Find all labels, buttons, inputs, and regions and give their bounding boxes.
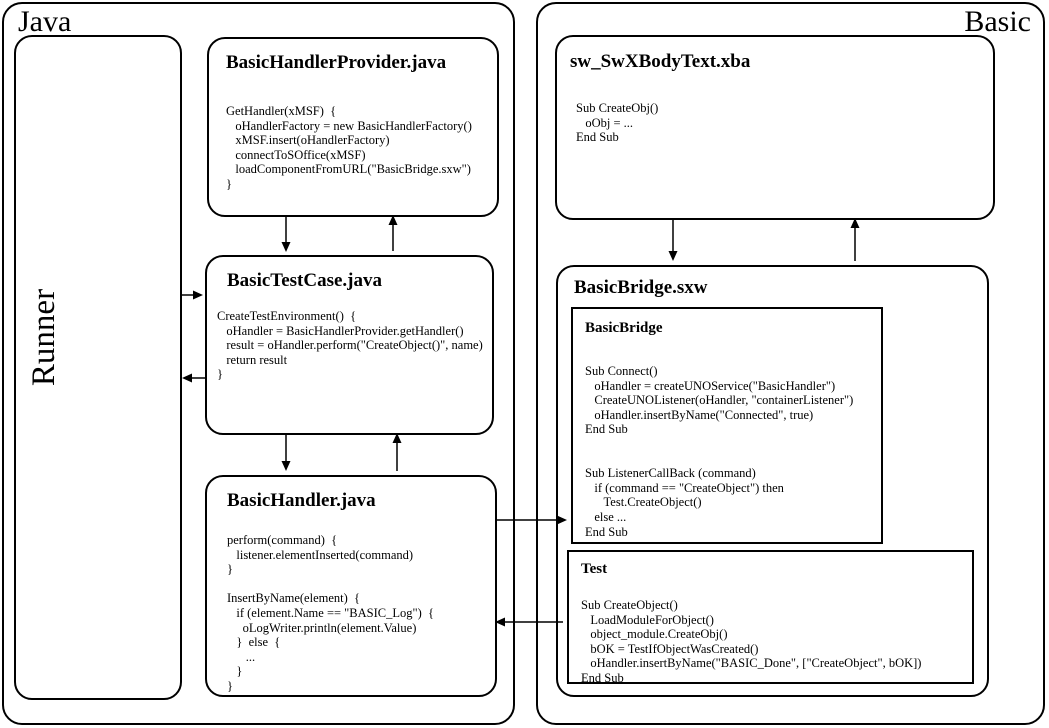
basic-test-case-content: BasicTestCase.java CreateTestEnvironment… [207, 257, 492, 382]
basic-handler-provider-title: BasicHandlerProvider.java [226, 52, 447, 73]
runner-label-wrap: Runner [16, 242, 74, 432]
basic-test-case-title: BasicTestCase.java [227, 270, 382, 291]
basic-handler-title: BasicHandler.java [227, 490, 376, 511]
sw-swx-body-text-content: sw_SwXBodyText.xba Sub CreateObj() oObj … [557, 37, 993, 145]
java-panel: Java Runner BasicHandlerProvider.java Ge… [2, 2, 515, 725]
java-panel-title: Java [18, 5, 72, 38]
basic-bridge-sxw-box: BasicBridge.sxw BasicBridge Sub Connect(… [556, 265, 989, 697]
basic-bridge-sxw-title: BasicBridge.sxw [574, 277, 708, 298]
basic-panel: Basic sw_SwXBodyText.xba Sub CreateObj()… [536, 2, 1045, 725]
runner-box: Runner [14, 35, 182, 700]
basic-handler-code: perform(command) { listener.elementInser… [227, 533, 435, 693]
basic-handler-provider-content: BasicHandlerProvider.java GetHandler(xMS… [209, 39, 497, 192]
basic-test-case-code: CreateTestEnvironment() { oHandler = Bas… [217, 309, 483, 382]
runner-label: Runner [26, 288, 63, 386]
sw-swx-body-text-box: sw_SwXBodyText.xba Sub CreateObj() oObj … [555, 35, 995, 220]
test-module-title: Test [581, 561, 608, 577]
basic-bridge-module-title: BasicBridge [585, 320, 663, 336]
test-module-box: Test Sub CreateObject() LoadModuleForObj… [567, 550, 974, 686]
basic-handler-provider-box: BasicHandlerProvider.java GetHandler(xMS… [207, 37, 499, 217]
test-module-code: Sub CreateObject() LoadModuleForObject()… [581, 598, 922, 685]
basic-handler-content: BasicHandler.java perform(command) { lis… [207, 477, 495, 694]
basic-handler-provider-code: GetHandler(xMSF) { oHandlerFactory = new… [226, 104, 472, 191]
basic-handler-box: BasicHandler.java perform(command) { lis… [205, 475, 497, 697]
basic-bridge-module-content: BasicBridge Sub Connect() oHandler = cre… [573, 309, 881, 539]
basic-bridge-module-box: BasicBridge Sub Connect() oHandler = cre… [571, 307, 883, 544]
basic-panel-title: Basic [964, 5, 1031, 38]
sw-swx-body-text-code: Sub CreateObj() oObj = ... End Sub [576, 101, 659, 145]
test-module-content: Test Sub CreateObject() LoadModuleForObj… [569, 552, 972, 686]
basic-test-case-box: BasicTestCase.java CreateTestEnvironment… [205, 255, 494, 435]
sw-swx-body-text-title: sw_SwXBodyText.xba [570, 51, 751, 72]
basic-bridge-module-code: Sub Connect() oHandler = createUNOServic… [585, 364, 854, 539]
basic-bridge-sxw-content: BasicBridge.sxw [558, 267, 987, 299]
